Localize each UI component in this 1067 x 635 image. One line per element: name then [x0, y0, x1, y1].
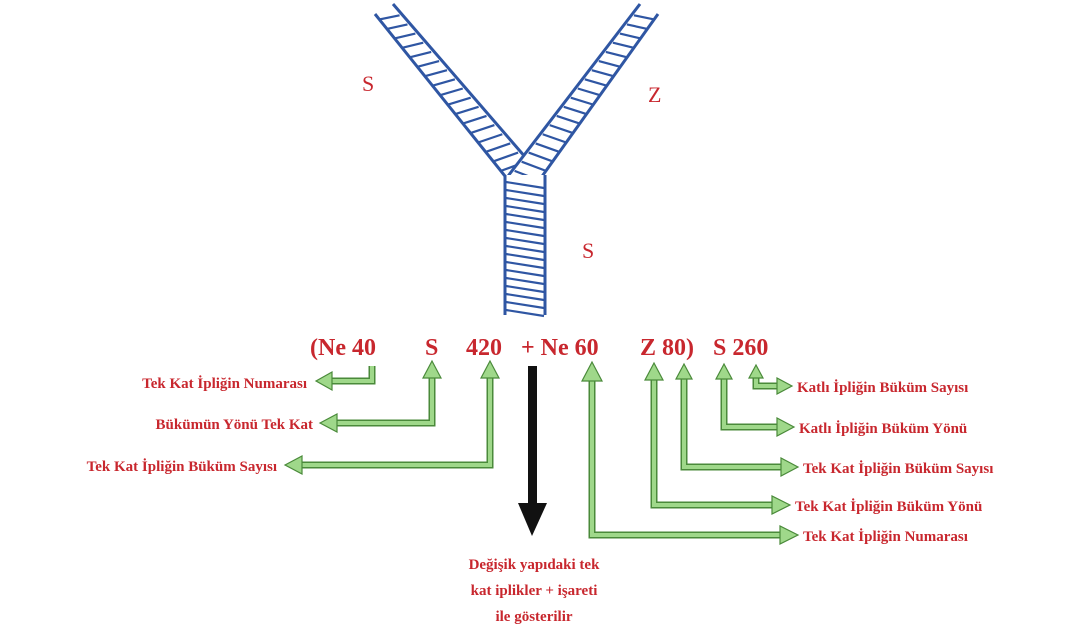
twist-hatch-mark — [417, 59, 440, 68]
explanation-line-2: kat iplikler + işareti — [471, 583, 598, 599]
twist-hatch-mark — [505, 196, 545, 206]
explanation-line-3: ile gösterilir — [495, 609, 572, 625]
explanation-line-1: Değişik yapıdaki tek — [469, 557, 601, 573]
twist-hatch-mark — [577, 87, 601, 97]
twist-hatch-mark — [505, 188, 545, 198]
arrow-twist-count-1 — [283, 359, 500, 475]
right-label-twist-direction-2: Tek Kat İpliğin Büküm Yönü — [795, 498, 982, 515]
twist-hatch-mark — [549, 124, 574, 135]
right-label-ply-twist-count: Katlı İpliğin Büküm Sayısı — [797, 379, 968, 396]
twist-hatch-mark — [470, 124, 495, 135]
twist-hatch-mark — [454, 105, 479, 116]
arrow-ply-twist-count — [747, 363, 794, 395]
plus-sign-explanation: Değişik yapıdaki tek kat iplikler + işar… — [469, 557, 601, 625]
twist-hatch-mark — [521, 160, 547, 172]
twist-hatch-mark — [505, 308, 545, 318]
left-ply-yarn — [373, 3, 547, 197]
right-annotation-arrows — [581, 360, 800, 545]
twist-hatch-mark — [598, 59, 621, 68]
arrow-ply-twist-direction — [715, 362, 796, 437]
twist-hatch-mark — [505, 260, 545, 270]
twist-hatch-mark — [386, 23, 408, 30]
twist-hatch-mark — [505, 220, 545, 230]
arrow-twist-direction-1 — [318, 359, 442, 433]
twist-hatch-mark — [485, 142, 511, 153]
formula-second-count: + Ne 60 — [521, 335, 599, 361]
twist-hatch-mark — [570, 96, 594, 106]
twist-hatch-mark — [505, 204, 545, 214]
right-ply-twist-label: Z — [648, 82, 661, 107]
twist-hatch-mark — [505, 284, 545, 294]
twist-hatch-mark — [409, 50, 432, 59]
twist-hatch-mark — [563, 105, 587, 116]
twist-hatch-mark — [528, 151, 554, 163]
twist-hatch-mark — [505, 236, 545, 246]
twist-hatch-mark — [626, 23, 648, 30]
twist-hatch-mark — [505, 244, 545, 254]
twist-hatch-mark — [505, 228, 545, 238]
arrow-twist-count-2 — [675, 362, 800, 477]
folded-twist-label: S — [582, 238, 594, 263]
twist-hatch-mark — [505, 212, 545, 222]
twisted-yarn-illustration — [373, 3, 660, 318]
folded-yarn-stem — [503, 175, 547, 318]
formula-open-count: (Ne 40 — [310, 335, 376, 361]
arrow-twist-direction-2 — [644, 361, 792, 515]
left-ply-twist-label: S — [362, 71, 374, 96]
formula-twist-direction-1: S — [425, 335, 438, 361]
twist-hatch-mark — [505, 276, 545, 286]
left-label-count: Tek Kat İpliğin Numarası — [142, 375, 307, 392]
twist-hatch-mark — [379, 14, 400, 21]
twist-hatch-mark — [505, 252, 545, 262]
twist-hatch-mark — [584, 78, 608, 87]
right-ply-yarn — [503, 3, 660, 197]
twist-hatch-mark — [424, 69, 448, 78]
left-annotation-arrows — [283, 359, 500, 475]
left-label-twist-direction: Bükümün Yönü Tek Kat — [156, 417, 313, 433]
twist-hatch-mark — [505, 300, 545, 310]
twist-hatch-mark — [462, 114, 487, 125]
formula-ply-twist: S 260 — [713, 335, 768, 361]
twist-hatch-mark — [492, 151, 519, 163]
twist-hatch-mark — [633, 14, 655, 21]
left-label-twist-count: Tek Kat İpliğin Büküm Sayısı — [87, 458, 277, 475]
plus-sign-arrow — [518, 366, 547, 536]
twist-hatch-mark — [447, 96, 472, 106]
twist-hatch-mark — [394, 32, 416, 40]
twist-hatch-mark — [505, 180, 545, 190]
arrow-count-2 — [581, 360, 800, 545]
right-label-ply-twist-direction: Katlı İpliğin Büküm Yönü — [799, 420, 967, 437]
twist-hatch-mark — [619, 32, 641, 40]
twist-hatch-mark — [432, 78, 456, 87]
twist-hatch-mark — [605, 50, 628, 59]
arrow-count-1 — [314, 366, 376, 392]
twist-hatch-mark — [477, 133, 503, 144]
formula-twist-count-1: 420 — [466, 335, 502, 361]
right-label-twist-count-2: Tek Kat İpliğin Büküm Sayısı — [803, 460, 993, 477]
twist-hatch-mark — [542, 133, 567, 144]
twist-hatch-mark — [591, 69, 614, 78]
twist-hatch-mark — [535, 142, 560, 153]
twist-hatch-mark — [505, 292, 545, 302]
twist-hatch-mark — [505, 268, 545, 278]
yarn-formula: (Ne 40 S 420 + Ne 60 Z 80) S 260 — [310, 335, 768, 361]
right-label-count-2: Tek Kat İpliğin Numarası — [803, 528, 968, 545]
twist-hatch-mark — [612, 41, 635, 49]
formula-twist-2: Z 80) — [640, 335, 694, 361]
twist-hatch-mark — [439, 87, 464, 97]
twist-hatch-mark — [556, 114, 581, 125]
twist-hatch-mark — [401, 41, 424, 49]
